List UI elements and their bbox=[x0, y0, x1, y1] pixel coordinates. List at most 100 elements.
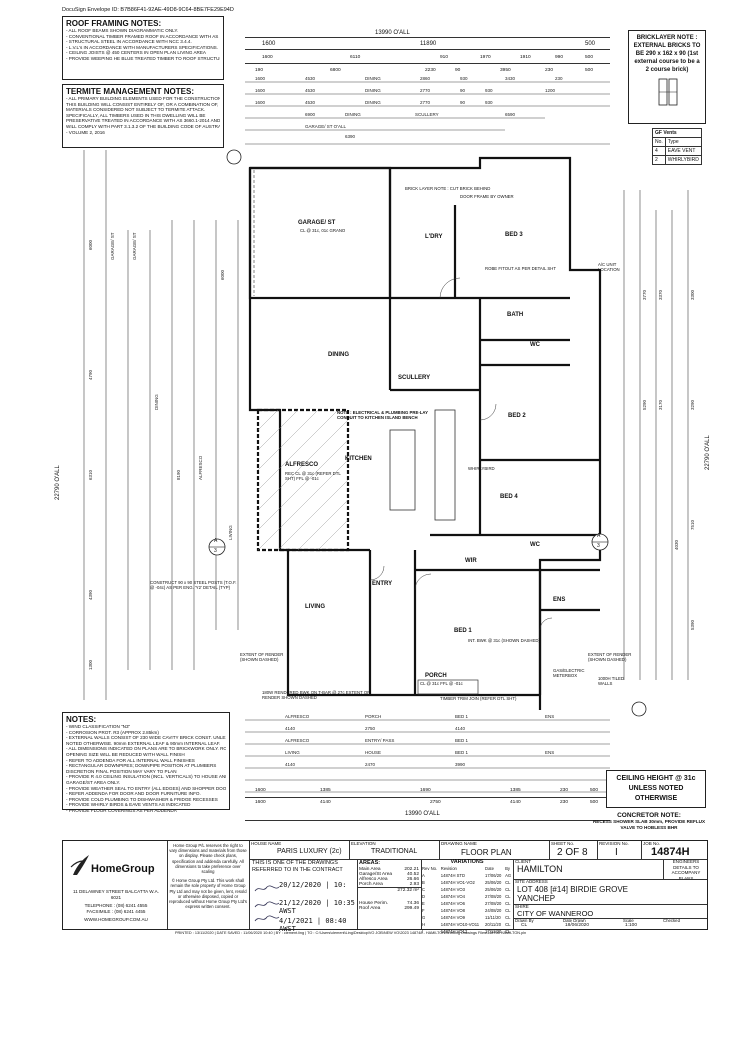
svg-text:4530: 4530 bbox=[305, 100, 316, 105]
note-line: - PROVIDE COLD PLUMBING TO DISHWASHER & … bbox=[66, 796, 218, 802]
var-header: Date bbox=[485, 866, 494, 871]
svg-text:3300: 3300 bbox=[690, 289, 695, 300]
note-door-frame: DOOR FRAME BY OWNER bbox=[460, 194, 514, 199]
roof-notes-title: ROOF FRAMING NOTES: bbox=[66, 19, 162, 28]
roof-note-line: - CONVENTIONAL TIMBER FRAMED ROOF IN ACC… bbox=[66, 33, 220, 39]
top-dim: 990 bbox=[555, 55, 564, 60]
dim-line bbox=[245, 797, 610, 798]
variations-title: VARIATIONS bbox=[450, 859, 484, 865]
svg-text:1600: 1600 bbox=[255, 100, 266, 105]
svg-text:930: 930 bbox=[460, 76, 468, 81]
note-line: - PROVIDE R 4.0 CEILING INSULATION (INCL… bbox=[66, 774, 226, 780]
room-entry: ENTRY bbox=[372, 581, 393, 587]
revision-number: I bbox=[615, 847, 618, 858]
client-name: HAMILTON bbox=[517, 864, 563, 874]
note-electrical: NOTE : ELECTRICAL & PLUMBING PRE-LAY CON… bbox=[337, 410, 428, 420]
section-marker-letter: A bbox=[214, 538, 218, 544]
homegroup-logo-icon bbox=[70, 855, 89, 875]
dim-line bbox=[245, 49, 610, 50]
room-dining: DINING bbox=[328, 352, 349, 358]
top-dim: 500 bbox=[585, 68, 594, 73]
left-dimension-strips: 6000 4790 6310 4390 1300 GARAGE/ ST GARA… bbox=[83, 150, 239, 700]
company-fax: FACSIMILE : (08) 6241 4455 bbox=[86, 909, 146, 914]
note-tiled-walls: 1000H TILED WALLS bbox=[598, 676, 624, 686]
var-header: By bbox=[505, 866, 511, 871]
roof-area-label: Roof Area bbox=[359, 906, 381, 911]
svg-text:BED 1: BED 1 bbox=[455, 750, 469, 755]
var-cell: 14874H VO10-VO11 bbox=[440, 922, 480, 927]
divider bbox=[439, 841, 440, 859]
dim-line bbox=[245, 37, 610, 38]
var-cell: 27/08/20 bbox=[485, 894, 502, 899]
svg-text:930: 930 bbox=[485, 88, 493, 93]
room-alfresco-detail: REC CL @ 31c (REFER DTL SHT) FFL @ -01c bbox=[285, 471, 341, 481]
svg-text:8190: 8190 bbox=[176, 469, 181, 480]
svg-text:6000: 6000 bbox=[220, 269, 225, 280]
area-label: Porch Area bbox=[359, 882, 383, 887]
ceiling-height-note: CEILING HEIGHT @ 31c UNLESS NOTED OTHERW… bbox=[606, 770, 706, 808]
job-number: 14874H bbox=[651, 846, 690, 858]
elevation: TRADITIONAL bbox=[371, 848, 418, 855]
bottom-dim: 4140 bbox=[510, 800, 521, 805]
top-dim: 6110 bbox=[350, 55, 361, 60]
termite-note-line: SPECIFICALLY, ALL TIMBERS USED IN THIS D… bbox=[66, 112, 206, 118]
var-cell: 20/11/20 bbox=[485, 922, 502, 927]
job-label: JOB No. bbox=[643, 841, 661, 846]
room-bed1-detail: INT. BWK @ 31c (SHOWN DASHED) bbox=[468, 638, 540, 643]
svg-text:6310: 6310 bbox=[88, 469, 93, 480]
note-line: GARAGE/ST AREA ONLY. bbox=[66, 779, 121, 785]
var-cell: 17/12/20 bbox=[485, 929, 502, 934]
termite-note-line: MATERIALS CONSIDERED NOT SUBJECT TO TERM… bbox=[66, 107, 206, 113]
bottom-dim: 1690 bbox=[420, 788, 431, 793]
var-cell: C bbox=[422, 887, 426, 892]
svg-text:DINING: DINING bbox=[345, 112, 361, 117]
area-value: 26.66 bbox=[406, 877, 419, 882]
svg-text:4390: 4390 bbox=[88, 589, 93, 600]
var-cell: CL bbox=[505, 908, 511, 913]
bottom-dim: 230 bbox=[560, 800, 569, 805]
company-phone: TELEPHONE : (08) 6241 4555 bbox=[84, 903, 148, 908]
client-label: CLIENT bbox=[515, 859, 532, 864]
general-notes: NOTES: - WIND CLASSIFICATION "N3" - CORR… bbox=[62, 712, 230, 813]
svg-text:1600: 1600 bbox=[255, 76, 266, 81]
roof-note-line: - ALL ROOF BEAMS SHOWN DIAGRAMMATIC ONLY… bbox=[66, 28, 179, 33]
svg-text:4030: 4030 bbox=[674, 539, 679, 550]
room-wc-top: WC bbox=[530, 342, 540, 348]
svg-text:6000: 6000 bbox=[88, 239, 93, 250]
svg-text:6390: 6390 bbox=[345, 134, 356, 139]
var-cell: CL bbox=[505, 915, 511, 920]
termite-notes: TERMITE MANAGEMENT NOTES: - ALL PRIMARY … bbox=[62, 84, 224, 148]
note-line: - PROVIDE WEATHER SEAL TO ENTRY (ALL EDG… bbox=[66, 785, 226, 791]
bottom-overall-dim: 13990 O'ALL bbox=[405, 811, 440, 817]
svg-text:2770: 2770 bbox=[420, 88, 431, 93]
divider bbox=[513, 904, 707, 905]
concretor-note-text: RECESS SHOWER SLAB 30mm, PROVIDE REFLUX … bbox=[592, 819, 706, 830]
site-line-1: LOT 408 [#14] BIRDIE GROVE bbox=[517, 885, 629, 894]
bottom-dim: 1600 bbox=[255, 800, 266, 805]
bottom-dim: 500 bbox=[590, 800, 599, 805]
room-garage: GARAGE/ ST bbox=[298, 220, 336, 226]
brick-course-icon bbox=[658, 78, 678, 106]
svg-text:90: 90 bbox=[460, 100, 466, 105]
area-value: 202.21 bbox=[404, 867, 419, 872]
top-dim: 6800 bbox=[330, 68, 341, 73]
var-cell: 14874H VO4 bbox=[440, 894, 466, 899]
note-line: - PROVIDE FLOOR COVERINGS AS PER ADDENDA bbox=[66, 807, 177, 813]
svg-text:5290: 5290 bbox=[642, 399, 647, 410]
house-name: PARIS LUXURY (2c) bbox=[277, 848, 342, 855]
var-cell: 25/06/20 bbox=[485, 880, 502, 885]
svg-text:90: 90 bbox=[460, 88, 466, 93]
bottom-dim: 1385 bbox=[320, 788, 331, 793]
note-line: - CORROSION PROT. R3 (APPROX 2.85km) bbox=[66, 729, 159, 735]
svg-text:6900: 6900 bbox=[305, 112, 316, 117]
room-bed2: BED 2 bbox=[508, 413, 526, 419]
sheet-label: SHEET No. bbox=[551, 841, 575, 846]
divider bbox=[513, 918, 707, 919]
engineers-note: ENGINEERS DETAILS TO ACCOMPANY PLANS bbox=[663, 859, 708, 881]
var-header: Revision bbox=[440, 866, 457, 871]
svg-text:6590: 6590 bbox=[505, 112, 516, 117]
top-dim: 1600 bbox=[262, 55, 273, 60]
note-line: NOTED OTHERWISE. 90mm EXTERNAL LEAF & 90… bbox=[66, 740, 221, 746]
svg-text:1600: 1600 bbox=[255, 88, 266, 93]
elevation-label: ELEVATION bbox=[351, 841, 376, 846]
